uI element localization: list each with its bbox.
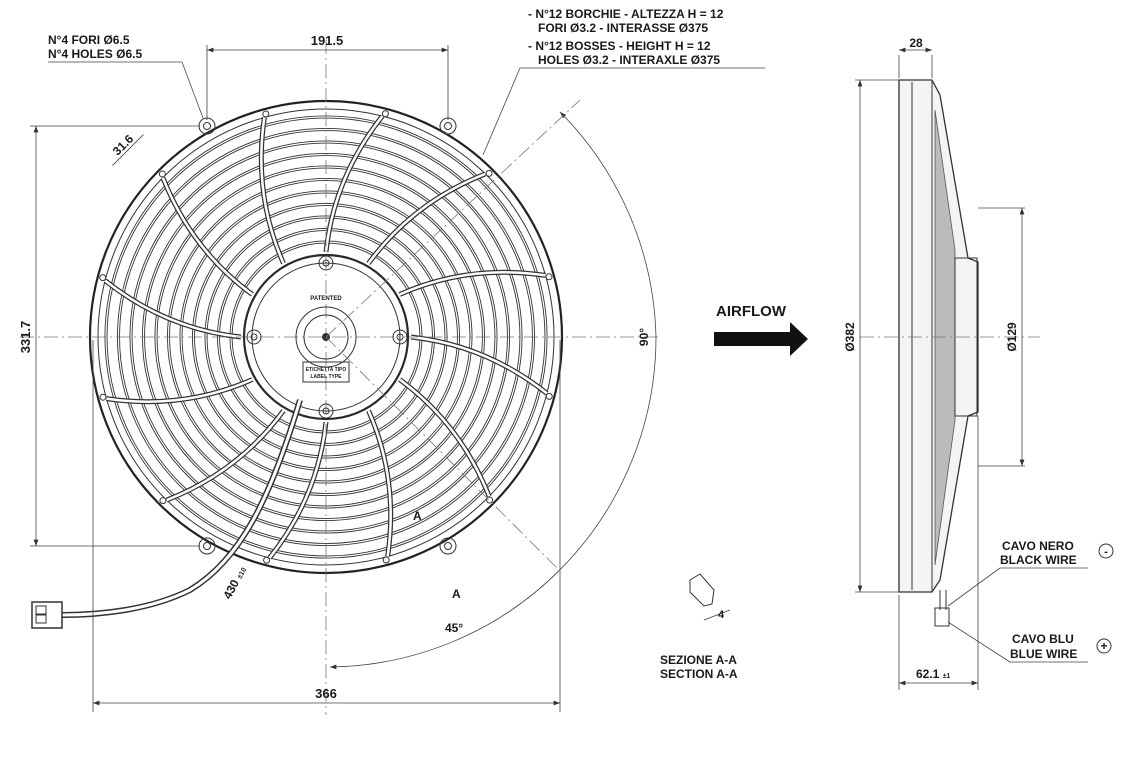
dim-depth: 28 — [909, 36, 923, 50]
boss — [99, 393, 107, 401]
boss — [545, 392, 553, 400]
boss — [382, 556, 390, 564]
boss — [99, 274, 107, 282]
holes-note-en: N°4 HOLES Ø6.5 — [48, 47, 142, 61]
dim-boss-offset: 31.6 — [110, 132, 137, 159]
boss — [486, 496, 494, 504]
bosses-note-en-2: HOLES Ø3.2 - INTERAXLE Ø375 — [538, 53, 720, 67]
boss — [263, 556, 271, 564]
dim-height: 331.7 — [18, 321, 33, 354]
dim-width: 366 — [315, 686, 337, 701]
front-view: PATENTED ETICHETTA TIPO LABEL TYPE 191.5… — [18, 7, 765, 715]
hub-patented-text: PATENTED — [310, 296, 342, 302]
blue-wire-en: BLUE WIRE — [1010, 647, 1077, 661]
bosses-note-it-1: - N°12 BORCHIE - ALTEZZA H = 12 — [528, 7, 724, 21]
airflow-label: AIRFLOW — [716, 303, 787, 320]
negative-icon — [1098, 543, 1114, 559]
holes-note-it: N°4 FORI Ø6.5 — [48, 33, 130, 47]
boss — [381, 110, 389, 118]
dim-motor: Ø129 — [1005, 322, 1019, 352]
positive-icon — [1096, 638, 1112, 654]
bosses-note-en-1: - N°12 BOSSES - HEIGHT H = 12 — [528, 39, 711, 53]
boss — [545, 273, 553, 281]
section-title-it: SEZIONE A-A — [660, 653, 737, 667]
boss — [485, 169, 493, 177]
side-view: 28 Ø382 Ø129 62.1 ±1 CAVO NERO BLACK WIR… — [843, 36, 1114, 690]
boss — [158, 170, 166, 178]
dim-hole-spacing: 191.5 — [311, 33, 344, 48]
boss — [262, 110, 270, 118]
hub-label-en: LABEL TYPE — [310, 374, 342, 380]
blue-wire-it: CAVO BLU — [1012, 632, 1074, 646]
black-wire-en: BLACK WIRE — [1000, 553, 1077, 567]
dim-diameter: Ø382 — [843, 322, 857, 352]
hub-screws — [246, 255, 408, 419]
angle-90: 90° — [637, 328, 651, 346]
dim-cable-length: 430 ±10 — [220, 564, 249, 602]
section-marker-top: A — [413, 509, 422, 523]
hub-label-it: ETICHETTA TIPO — [306, 367, 347, 373]
section-marker-bottom: A — [452, 587, 461, 601]
side-connector — [934, 607, 950, 627]
negative-symbol: - — [1104, 546, 1108, 558]
dim-total-depth: 62.1 ±1 — [916, 667, 951, 681]
airflow-arrow-icon — [714, 322, 808, 356]
angle-45: 45° — [445, 621, 463, 635]
boss — [159, 497, 167, 505]
section-dim: 4 — [718, 609, 725, 621]
hub-label-box — [302, 361, 350, 383]
bosses-note-it-2: FORI Ø3.2 - INTERASSE Ø375 — [538, 21, 708, 35]
section-title-en: SECTION A-A — [660, 667, 738, 681]
section-a-a: 4 SEZIONE A-A SECTION A-A — [660, 573, 738, 681]
positive-symbol: + — [1100, 639, 1107, 653]
black-wire-it: CAVO NERO — [1002, 539, 1074, 553]
motor-hub — [242, 253, 410, 421]
airflow-indicator: AIRFLOW — [714, 303, 808, 356]
